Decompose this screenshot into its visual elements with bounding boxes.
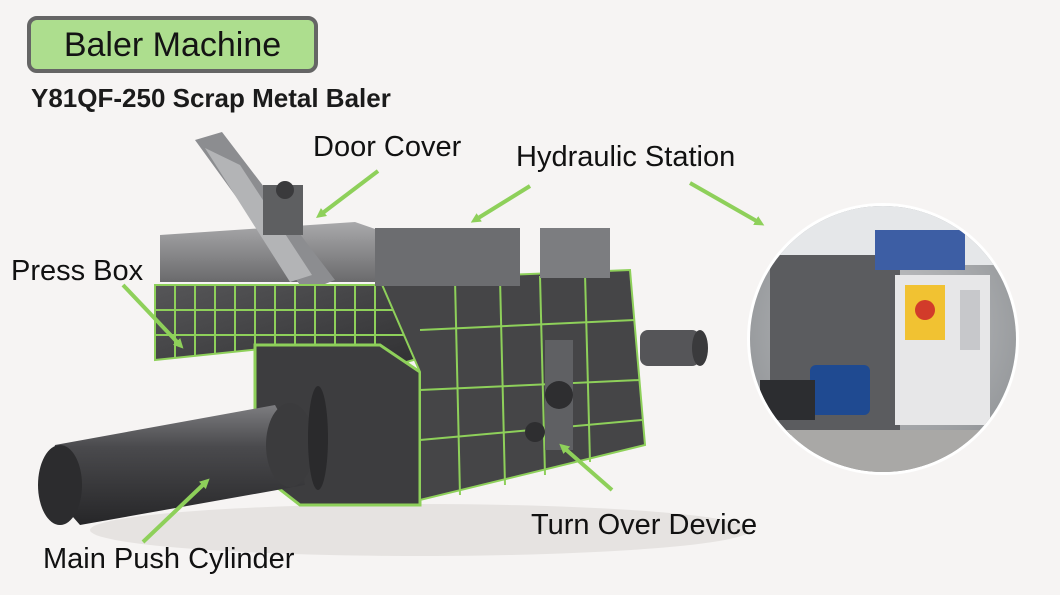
label-hydraulic-station: Hydraulic Station — [516, 141, 736, 173]
label-door-cover: Door Cover — [313, 131, 462, 163]
floor-shadow — [90, 504, 750, 556]
door-cover-arm — [195, 132, 335, 292]
title-badge: Baler Machine — [27, 16, 318, 73]
hydraulic-station-inset — [750, 206, 1016, 472]
arrow-turn-over — [559, 443, 614, 492]
arrow-main-cylinder — [141, 478, 210, 544]
hydraulic-tank — [540, 228, 610, 278]
side-cylinder — [640, 330, 708, 366]
label-press-box: Press Box — [11, 255, 144, 287]
label-turn-over-device: Turn Over Device — [531, 509, 758, 541]
hydraulic-block — [375, 228, 520, 286]
callout-arrows — [121, 169, 765, 544]
main-push-cylinder — [38, 386, 328, 525]
subtitle: Y81QF-250 Scrap Metal Baler — [31, 83, 391, 113]
arrow-hydraulic — [470, 184, 532, 223]
label-main-push-cylinder: Main Push Cylinder — [43, 543, 295, 575]
arrow-inset — [689, 181, 765, 226]
arrow-door-cover — [316, 169, 380, 219]
turn-over-cylinder — [525, 340, 573, 450]
title-badge-text: Baler Machine — [63, 25, 282, 64]
arrow-press-box — [121, 283, 184, 349]
